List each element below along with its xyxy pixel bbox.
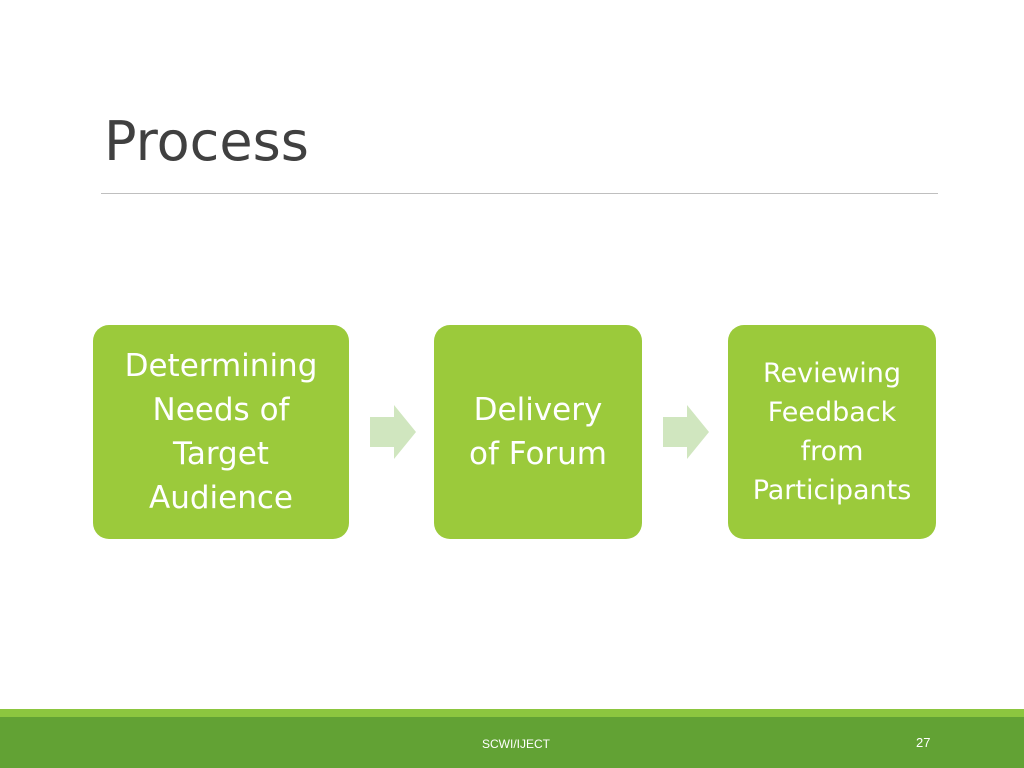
process-step-3: Reviewing Feedback from Participants	[728, 325, 936, 539]
process-step-1-label: Determining Needs of Target Audience	[124, 348, 318, 516]
process-step-3-label: Reviewing Feedback from Participants	[752, 358, 912, 506]
process-step-2-label: Delivery of Forum	[468, 392, 608, 472]
process-step-1: Determining Needs of Target Audience	[93, 325, 349, 539]
footer-band	[0, 717, 1024, 768]
footer-text: SCWI/IJECT	[482, 737, 550, 751]
page-number: 27	[916, 735, 931, 750]
right-arrow-icon	[663, 405, 709, 459]
process-step-2: Delivery of Forum	[434, 325, 642, 539]
right-arrow-icon	[370, 405, 416, 459]
footer-accent-stripe	[0, 709, 1024, 717]
title-divider	[101, 193, 938, 194]
slide-title: Process	[104, 110, 309, 173]
